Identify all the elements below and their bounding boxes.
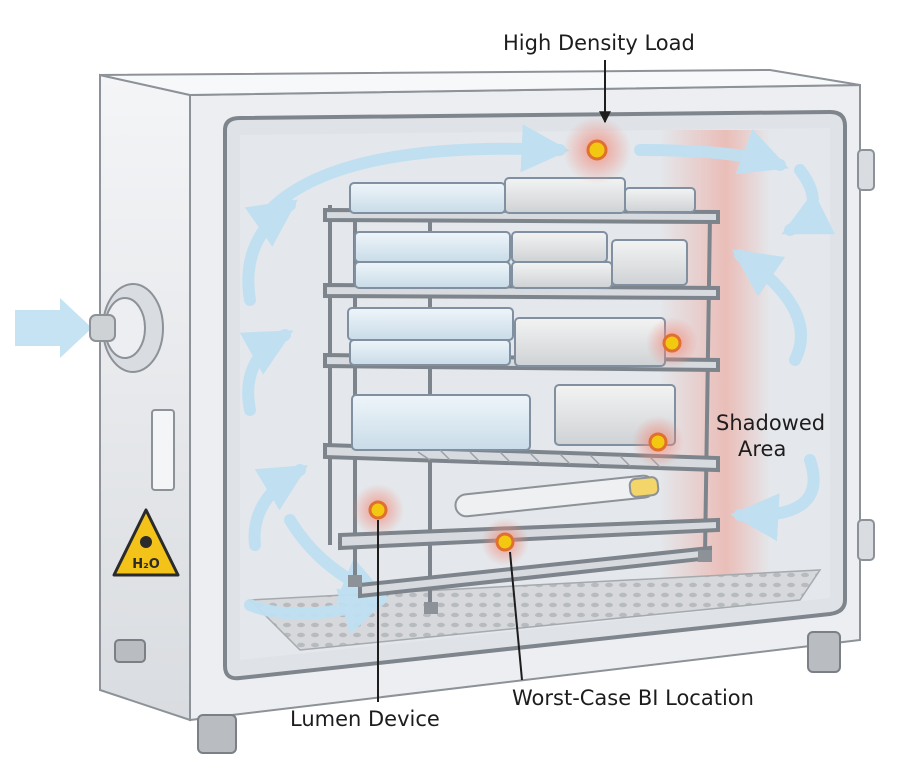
airflow-arrow-right-low bbox=[730, 454, 820, 542]
hazard-label bbox=[112, 508, 180, 577]
airflow-arrows bbox=[239, 124, 836, 635]
tray bbox=[504, 177, 626, 214]
door-hinge-top bbox=[857, 149, 875, 191]
airflow-arrow-floor bbox=[244, 588, 390, 635]
tray bbox=[351, 394, 531, 451]
hazard-label-text: H₂O bbox=[132, 557, 160, 572]
rack-shelf-5 bbox=[338, 517, 720, 551]
airflow-arrow-top-left bbox=[264, 124, 570, 216]
rack-feet bbox=[348, 550, 712, 614]
label-high-density-load: High Density Load bbox=[503, 31, 695, 55]
tray bbox=[511, 231, 608, 263]
tray bbox=[349, 182, 506, 214]
tray bbox=[624, 187, 696, 213]
tray bbox=[349, 339, 511, 366]
tray bbox=[511, 261, 613, 289]
chamber-legs bbox=[114, 631, 841, 754]
lumen-device bbox=[454, 474, 660, 518]
bi-marker-shadowed-area bbox=[648, 432, 668, 452]
tray bbox=[347, 307, 514, 341]
tray bbox=[354, 231, 511, 263]
label-worst-case-bi-location: Worst-Case BI Location bbox=[512, 686, 754, 710]
rack-shelf-4 bbox=[323, 442, 720, 473]
chamber-left-side bbox=[99, 73, 191, 722]
tray bbox=[611, 239, 688, 286]
airflow-arrow-left-upper bbox=[242, 199, 298, 306]
label-shadowed-area: Shadowed Area bbox=[716, 410, 825, 463]
bi-marker-lumen-device bbox=[368, 500, 388, 520]
side-control-panel bbox=[151, 409, 175, 491]
shelf-grid bbox=[417, 449, 661, 468]
chamber-floor bbox=[248, 569, 822, 651]
bi-marker-rack-upper-right bbox=[662, 333, 682, 353]
airflow-arrow-right-top bbox=[781, 164, 836, 236]
bi-marker-high-density-load bbox=[586, 139, 608, 161]
biological-indicators bbox=[352, 116, 698, 566]
instrument-trays bbox=[347, 177, 696, 451]
label-lumen-device: Lumen Device bbox=[290, 707, 440, 731]
pointer-worst-case bbox=[509, 551, 523, 681]
airflow-arrow-right-mid bbox=[732, 249, 807, 366]
door-hinge-bottom bbox=[857, 519, 875, 561]
label-shadowed-area-line1: Shadowed bbox=[716, 411, 826, 435]
callout-lines bbox=[377, 60, 611, 702]
label-shadowed-area-line2: Area bbox=[738, 437, 787, 462]
tray bbox=[354, 261, 511, 289]
airflow-arrow-left-low bbox=[248, 464, 309, 551]
inlet-arrow-icon bbox=[15, 298, 92, 358]
airflow-arrow-left-mid bbox=[239, 329, 294, 416]
airflow-arrow-top-right bbox=[634, 129, 789, 175]
bi-marker-worst-case-floor bbox=[495, 532, 515, 552]
steam-inlet bbox=[15, 283, 164, 373]
tray bbox=[514, 317, 666, 367]
